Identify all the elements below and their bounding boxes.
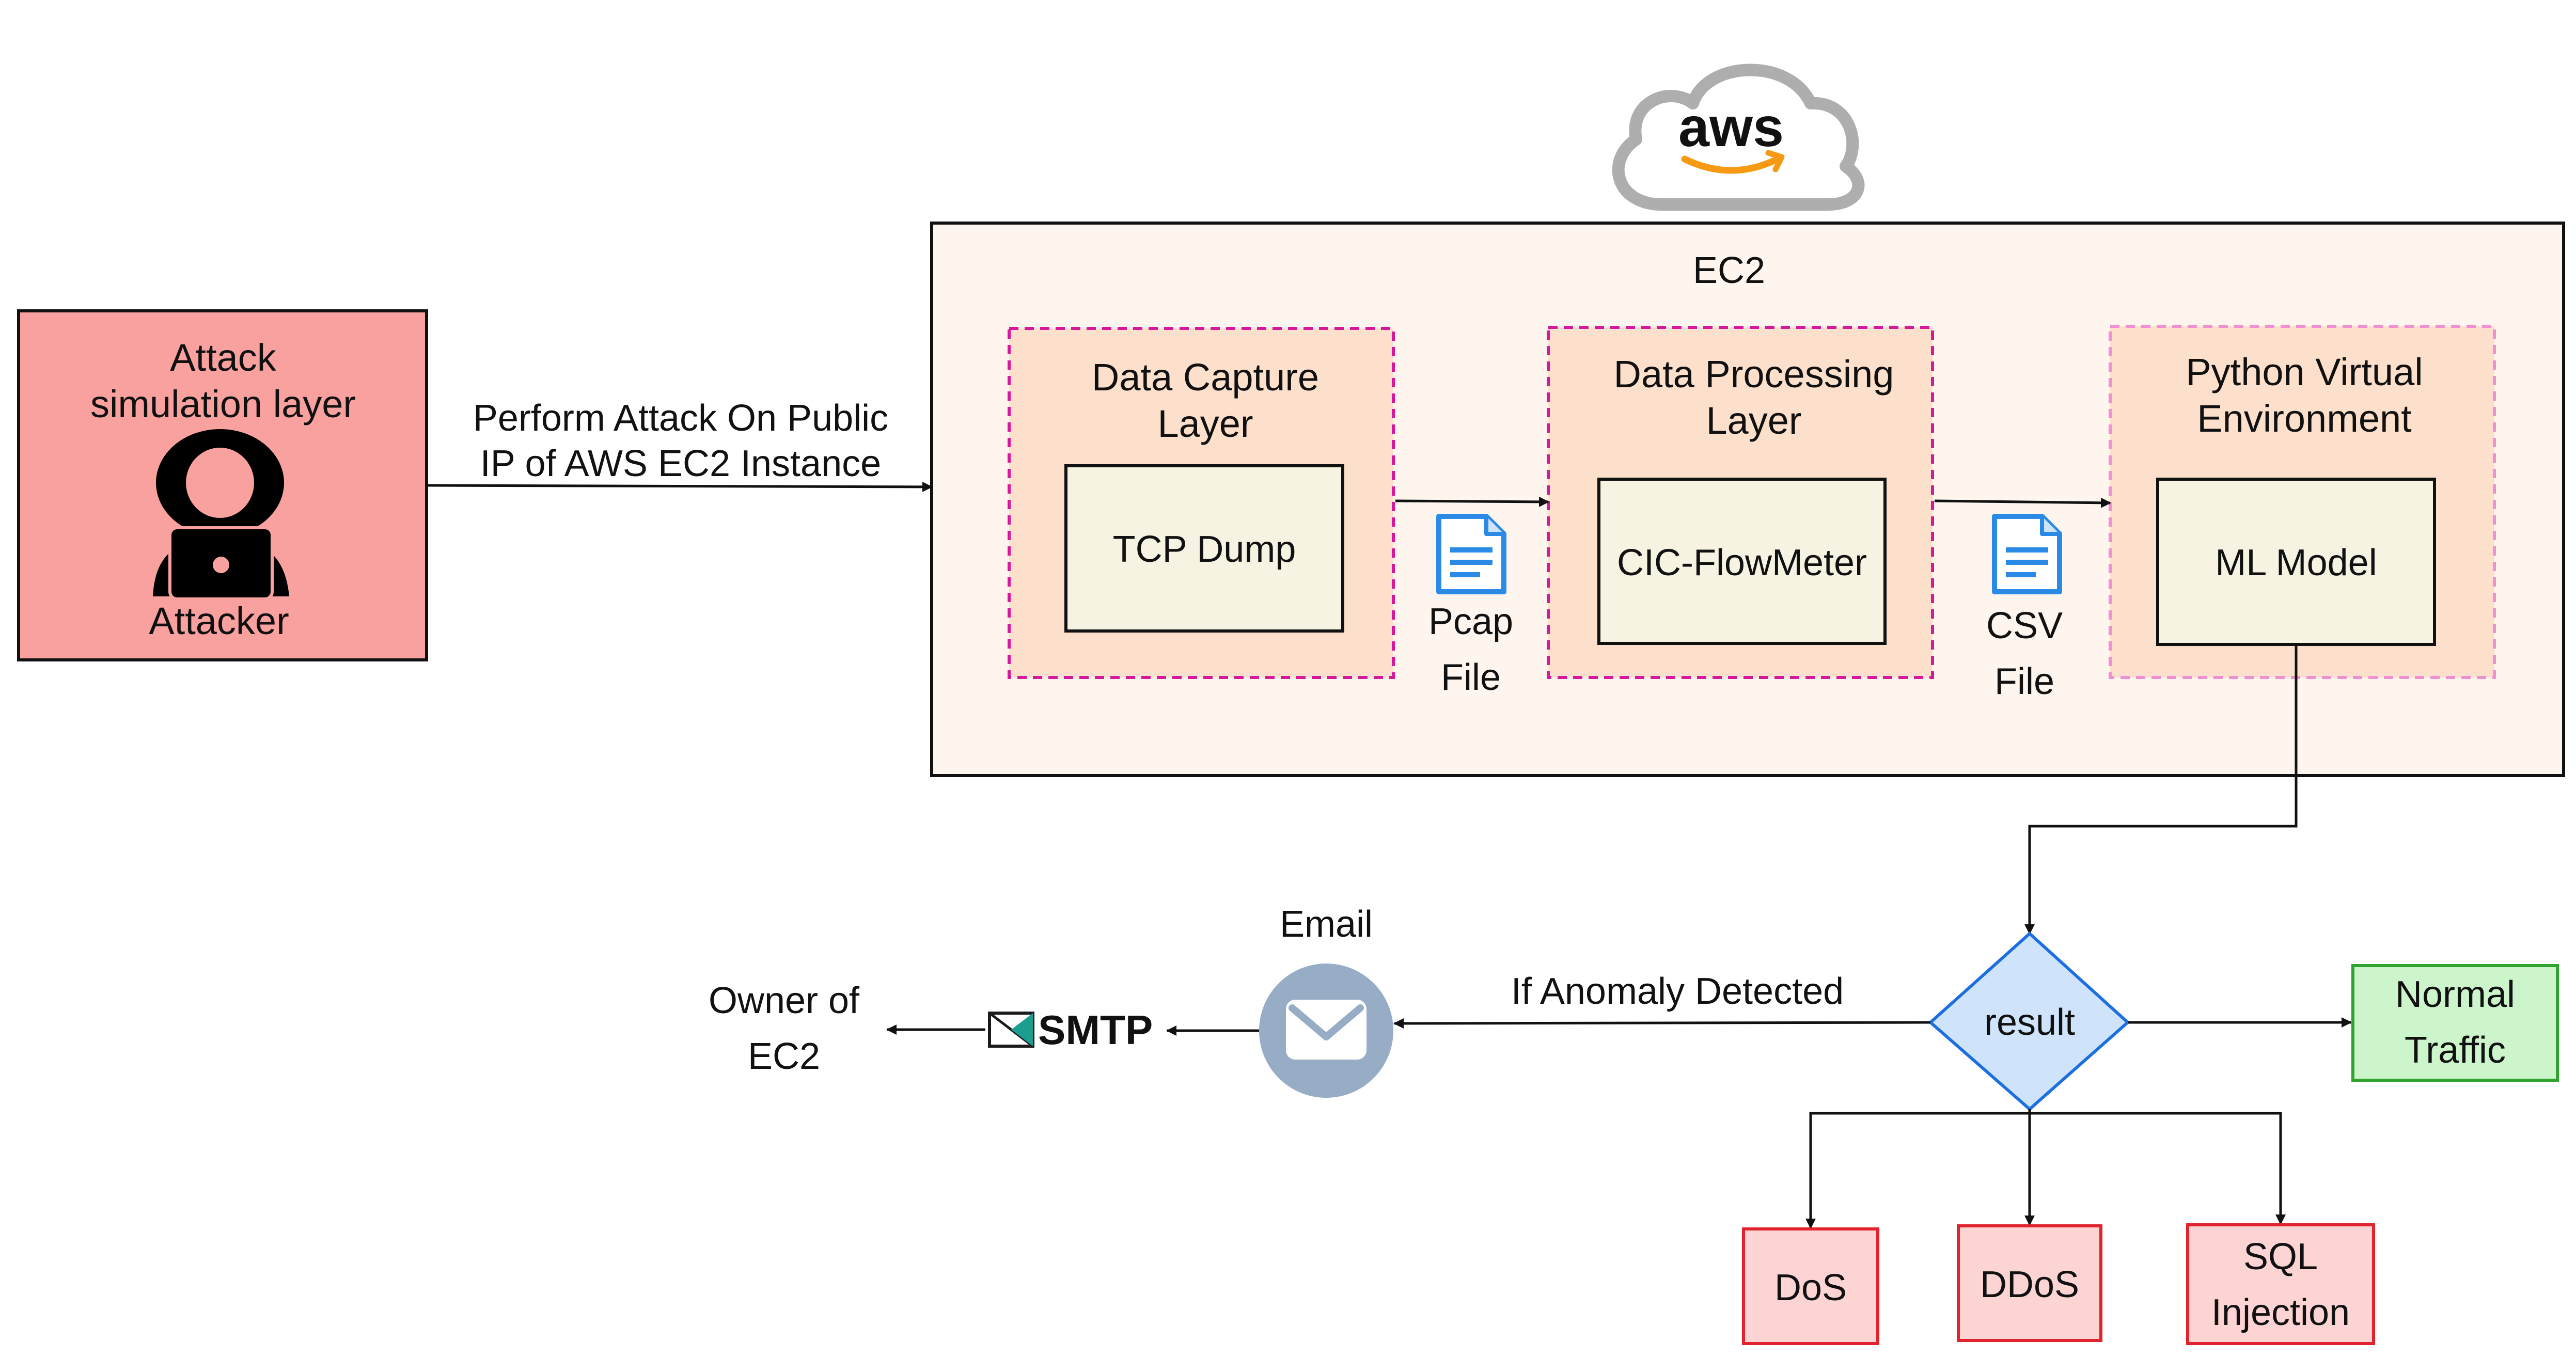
document-icon <box>1436 514 1506 594</box>
result-decision: result <box>1928 931 2130 1111</box>
attack-simulation-layer: Attack simulation layer Attacker <box>17 309 428 661</box>
processing-title-line2: Layer <box>1706 399 1801 442</box>
email-node: Email <box>1259 904 1393 1098</box>
capture-title-line1: Data Capture <box>1092 356 1319 399</box>
normal-line2: Traffic <box>2405 1030 2506 1071</box>
processing-title-line1: Data Processing <box>1614 353 1894 396</box>
attacker-caption: Attacker <box>149 599 289 642</box>
attacker-title-line2: simulation layer <box>90 383 356 425</box>
owner-line2: EC2 <box>748 1036 820 1077</box>
pcap-file: Pcap File <box>1428 514 1513 698</box>
tcp-dump-label: TCP Dump <box>1113 529 1296 570</box>
data-processing-layer: Data Processing Layer CIC-FlowMeter <box>1547 326 1934 679</box>
ddos-label: DDoS <box>1980 1264 2079 1305</box>
sql-box <box>2186 1223 2375 1345</box>
result-label: result <box>1984 1002 2075 1043</box>
smtp-label: SMTP <box>1038 1007 1153 1053</box>
ml-model-label: ML Model <box>2215 542 2377 583</box>
attack-label-line2: IP of AWS EC2 Instance <box>480 443 881 484</box>
python-title-line1: Python Virtual <box>2186 351 2423 393</box>
sql-line1: SQL <box>2243 1236 2318 1277</box>
data-capture-layer: Data Capture Layer TCP Dump <box>1008 327 1395 679</box>
dos-outcome: DoS <box>1742 1227 1879 1345</box>
cic-flowmeter-box <box>1597 478 1887 645</box>
csv-label-line2: File <box>1994 661 2054 702</box>
cic-flowmeter-label: CIC-FlowMeter <box>1617 542 1867 583</box>
ec2-container: EC2 Data Capture Layer TCP Dump Data Pro… <box>930 222 2565 777</box>
owner-node: Owner of EC2 <box>709 980 860 1077</box>
processing-to-ml-arrow <box>1934 497 2111 508</box>
hacker-laptop-icon <box>153 429 289 601</box>
aws-cloud-icon: aws <box>1612 64 1865 211</box>
sql-injection-outcome: SQL Injection <box>2186 1223 2375 1345</box>
ml-model-box <box>2156 478 2436 646</box>
anomaly-label: If Anomaly Detected <box>1511 971 1844 1012</box>
smtp-logo-icon <box>988 1012 1034 1048</box>
pcap-label-line1: Pcap <box>1428 601 1513 642</box>
capture-to-processing-arrow <box>1395 496 1549 507</box>
csv-file: CSV File <box>1986 514 2063 702</box>
attack-arrow <box>426 481 933 492</box>
tcp-dump-box <box>1064 464 1344 633</box>
sql-line2: Injection <box>2211 1292 2350 1333</box>
dos-box <box>1742 1227 1879 1345</box>
ec2-title: EC2 <box>1693 250 1765 291</box>
attacker-title-line1: Attack <box>170 336 277 379</box>
owner-line1: Owner of <box>709 980 860 1021</box>
ddos-outcome: DDoS <box>1957 1224 2102 1342</box>
document-icon <box>1992 514 2062 594</box>
ml-to-result-connector <box>2024 644 2298 935</box>
ddos-box <box>1957 1224 2102 1342</box>
attack-label-line1: Perform Attack On Public <box>473 398 888 439</box>
normal-traffic: Normal Traffic <box>2351 964 2559 1082</box>
python-title-line2: Environment <box>2197 397 2412 440</box>
normal-line1: Normal <box>2395 974 2515 1015</box>
dos-label: DoS <box>1774 1267 1847 1308</box>
capture-title-line2: Layer <box>1157 402 1253 445</box>
result-branch-connector <box>1809 1112 2282 1228</box>
aws-logo-text: aws <box>1678 96 1784 158</box>
anomaly-arrow <box>1393 1018 1931 1029</box>
csv-label-line1: CSV <box>1986 605 2063 646</box>
python-virtual-environment: Python Virtual Environment ML Model <box>2109 325 2496 679</box>
email-label: Email <box>1280 904 1373 945</box>
envelope-icon <box>1259 964 1393 1098</box>
normal-traffic-box <box>2351 964 2559 1082</box>
smtp-node: SMTP <box>988 1007 1153 1053</box>
pcap-label-line2: File <box>1441 657 1501 698</box>
